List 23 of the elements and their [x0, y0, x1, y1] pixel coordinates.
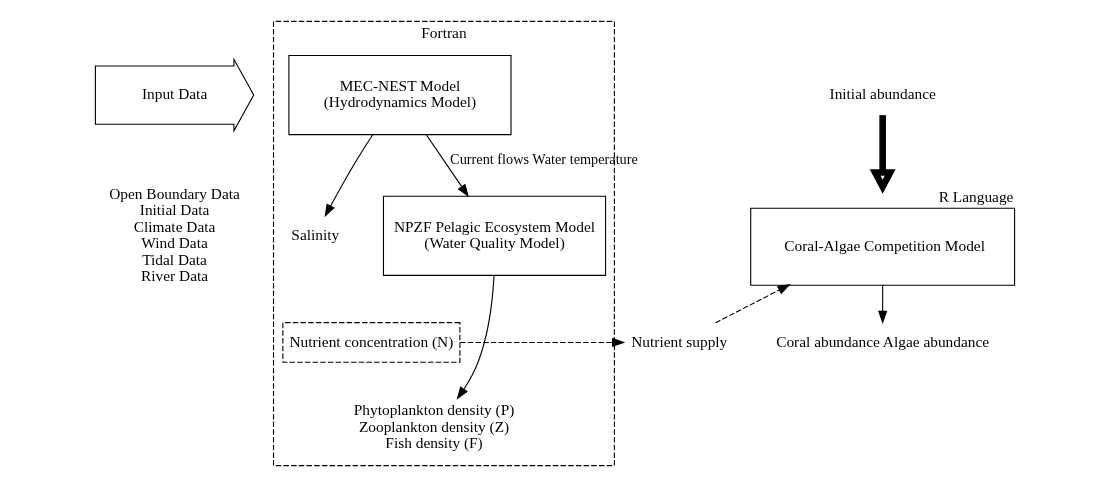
arrow: [715, 284, 791, 324]
node-text: Initial abundance: [829, 85, 936, 103]
arrow: [878, 284, 888, 325]
arrow: [456, 275, 495, 400]
arrow: [425, 134, 469, 198]
node-box: MEC-NEST Model (Hydrodynamics Model): [288, 54, 512, 136]
node-box: Coral-Algae Competition Model: [750, 207, 1016, 286]
node-label: Tidal Data: [142, 250, 207, 268]
node-label: Open Boundary Data: [109, 184, 240, 202]
node-label: Initial Data: [139, 201, 210, 219]
node-box: Nutrient concentration (N): [282, 322, 461, 363]
arrow: [324, 134, 374, 218]
node-text: Coral abundance Algae abundance: [776, 332, 990, 350]
node-label: R Language: [938, 187, 1014, 205]
node-text: Phytoplankton density (P) Zooplankton density (Z) Fish density (F): [353, 401, 515, 452]
node-label: Wind Data: [141, 234, 208, 252]
node-label: River Data: [141, 267, 209, 285]
node-text: Nutrient supply: [631, 332, 728, 350]
edge-label: Current flows Water temperature: [450, 150, 638, 167]
node-label: Climate Data: [133, 217, 216, 235]
node-box: NPZF Pelagic Ecosystem Model (Water Quality Model): [382, 195, 607, 276]
arrow: [459, 337, 626, 348]
node-text: Salinity: [291, 225, 340, 243]
